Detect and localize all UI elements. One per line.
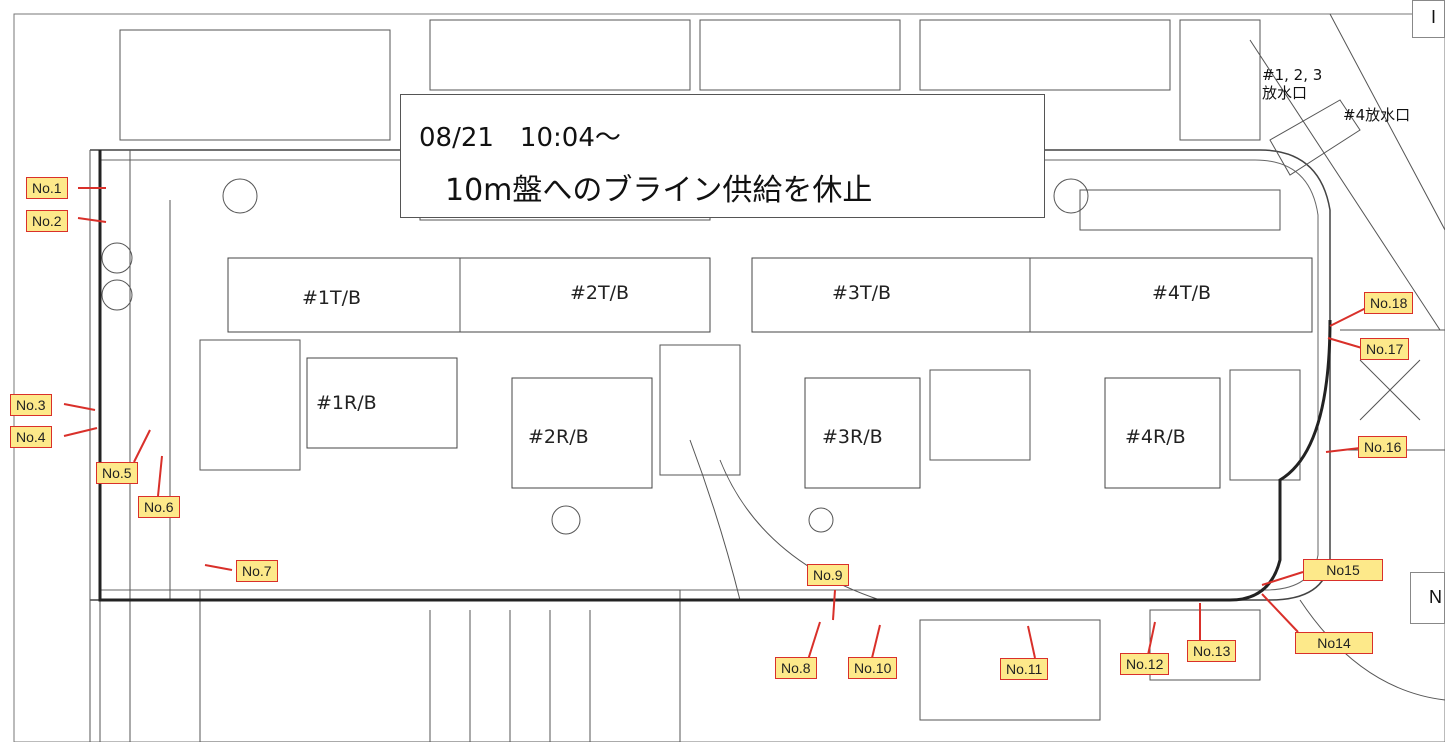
point-tag-no14[interactable]: No14 [1295, 632, 1373, 654]
callout-message: 10m盤へのブライン供給を休止 [445, 173, 873, 208]
point-tag-no18[interactable]: No.18 [1364, 292, 1414, 314]
brine-supply-line [98, 150, 1332, 602]
reactor-building-3-label: #3R/B [822, 426, 883, 448]
turbine-building-3-label: #3T/B [832, 282, 892, 304]
corner-box-right: N [1410, 572, 1445, 624]
point-tag-no13[interactable]: No.13 [1187, 640, 1237, 662]
point-arrows [63, 187, 1367, 661]
callout-timestamp: 08/21 10:04～ [419, 123, 621, 153]
point-tag-no2[interactable]: No.2 [26, 210, 68, 232]
point-tag-no15[interactable]: No15 [1303, 559, 1383, 581]
point-tag-no16[interactable]: No.16 [1358, 436, 1408, 458]
reactor-building-2-label: #2R/B [528, 426, 589, 448]
corner-box-top: I [1412, 0, 1445, 38]
turbine-building-2-label: #2T/B [570, 282, 630, 304]
point-tag-no12[interactable]: No.12 [1120, 653, 1170, 675]
reactor-building-4-label: #4R/B [1125, 426, 1186, 448]
point-tag-no9[interactable]: No.9 [807, 564, 849, 586]
point-tag-no5[interactable]: No.5 [96, 462, 138, 484]
point-tag-no11[interactable]: No.11 [1000, 658, 1049, 680]
point-tag-no3[interactable]: No.3 [10, 394, 52, 416]
turbine-building-1-label: #1T/B [302, 287, 362, 309]
outlet-1-2-3-label: #1, 2, 3 放水口 [1262, 66, 1322, 102]
outlet-1-2-3-units: #1, 2, 3 [1262, 66, 1323, 84]
status-callout: 08/21 10:04～ 10m盤へのブライン供給を休止 [400, 94, 1045, 218]
point-tag-no7[interactable]: No.7 [236, 560, 278, 582]
point-tag-no10[interactable]: No.10 [848, 657, 898, 679]
reactor-building-1-label: #1R/B [316, 392, 377, 414]
outlet-4-label: #4放水口 [1343, 106, 1411, 124]
point-tag-no6[interactable]: No.6 [138, 496, 180, 518]
point-tag-no17[interactable]: No.17 [1360, 338, 1410, 360]
outlet-1-2-3-name: 放水口 [1262, 84, 1308, 102]
point-tag-no4[interactable]: No.4 [10, 426, 52, 448]
point-tag-no8[interactable]: No.8 [775, 657, 817, 679]
map-linework [13, 13, 1445, 742]
point-tag-no1[interactable]: No.1 [26, 177, 68, 199]
turbine-building-4-label: #4T/B [1152, 282, 1212, 304]
